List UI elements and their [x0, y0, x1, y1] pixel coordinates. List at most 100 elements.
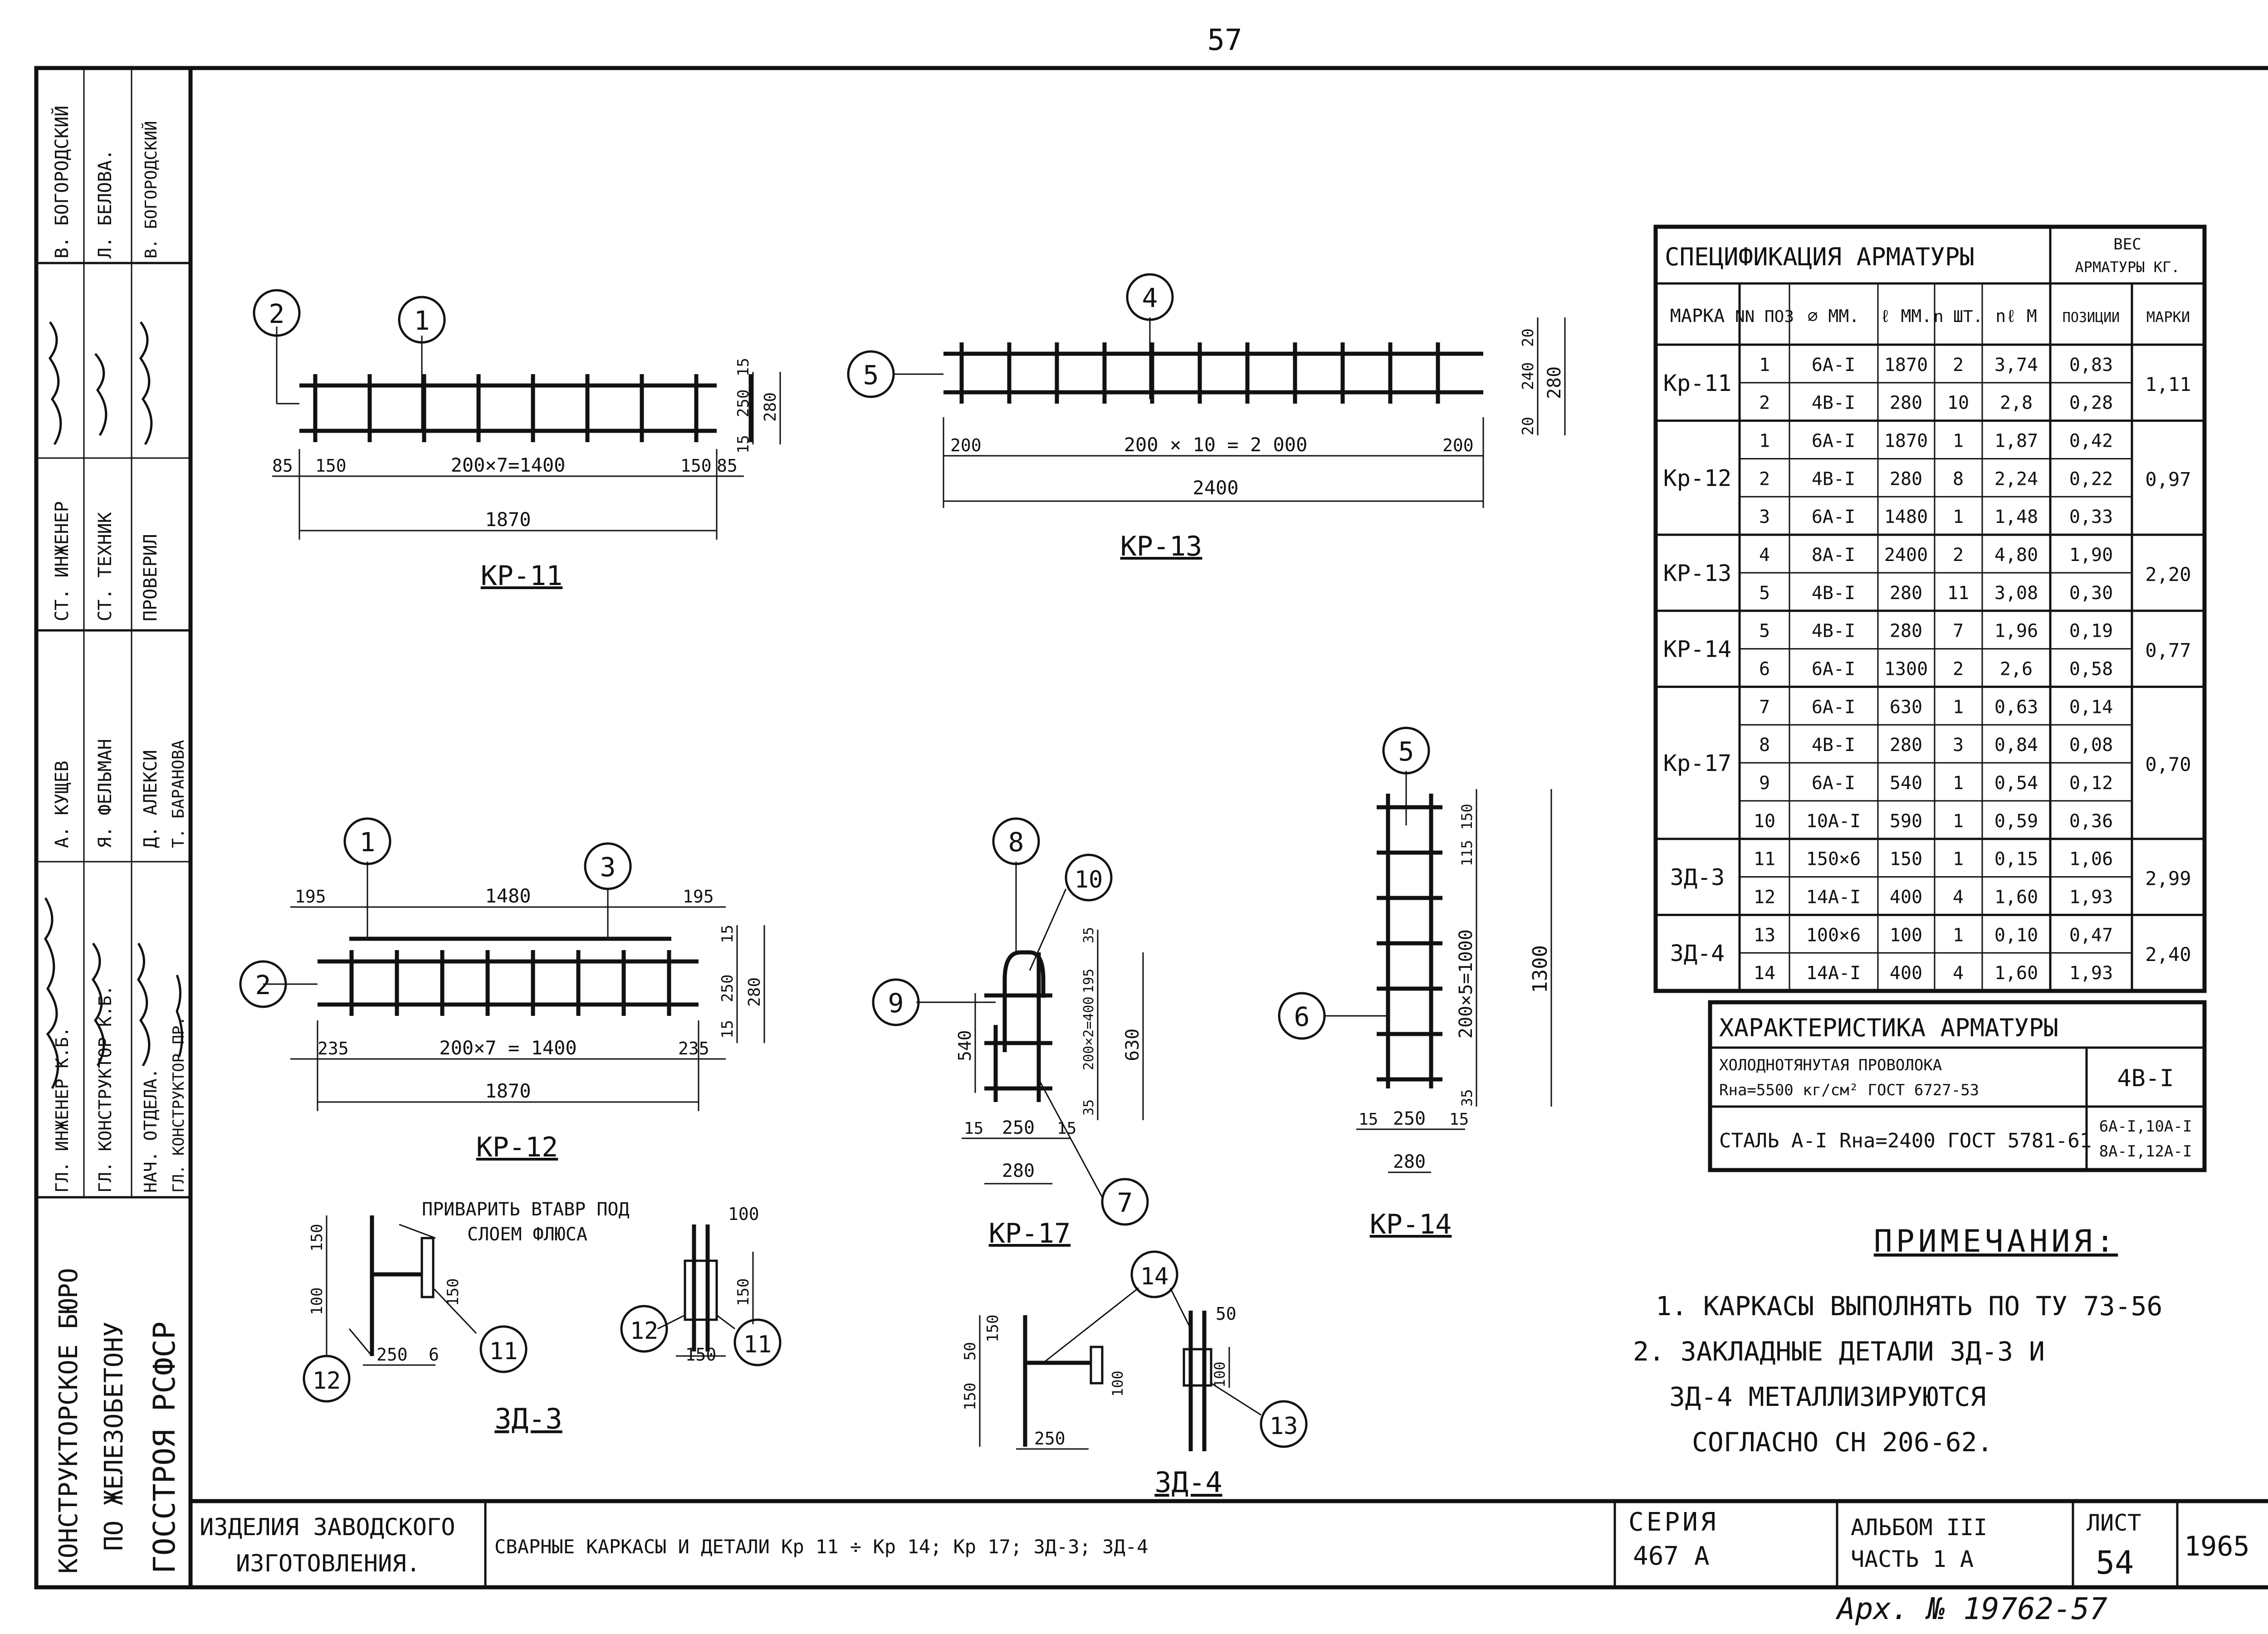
- spec-cell: 0,59: [1994, 811, 2038, 832]
- spec-cell: 100×6: [1806, 925, 1861, 946]
- dim-text: 280: [745, 977, 764, 1007]
- spec-cell: 280: [1890, 735, 1922, 756]
- characteristic-table: ХАРАКТЕРИСТИКА АРМАТУРЫ ХОЛОДНОТЯНУТАЯ П…: [1708, 1000, 2207, 1172]
- callout-label: 7: [1117, 1187, 1133, 1218]
- spec-cell: 1: [1953, 431, 1964, 452]
- col-header: ПОЗИЦИИ: [2063, 310, 2120, 326]
- spec-cell: 280: [1890, 621, 1922, 642]
- spec-cell: 0,47: [2069, 925, 2113, 946]
- role-chief-constructor-pr: ГЛ. КОНСТРУКТОР ПР.: [170, 1016, 188, 1193]
- notes-title: ПРИМЕЧАНИЯ:: [1874, 1224, 2118, 1259]
- dim-text: 35: [1081, 927, 1097, 943]
- weight-title: ВЕС: [2113, 235, 2141, 254]
- callout-label: 6: [1294, 1001, 1310, 1032]
- spec-cell: 11: [1947, 583, 1969, 604]
- callout-label: 12: [313, 1367, 341, 1395]
- callout-6: [1278, 992, 1326, 1040]
- note-line: ЗД-4 МЕТАЛЛИЗИРУЮТСЯ: [1669, 1381, 1986, 1412]
- dim-text: 150: [308, 1224, 326, 1252]
- spec-cell: 1: [1759, 355, 1770, 376]
- spec-cell: 400: [1890, 963, 1922, 984]
- spec-cell: 0,83: [2069, 355, 2113, 376]
- dim-text: 6: [429, 1345, 439, 1365]
- spec-cell: 5: [1759, 583, 1770, 604]
- callout-label: 12: [630, 1317, 659, 1345]
- callout-label: 14: [1140, 1263, 1169, 1290]
- dim-text: 200×2=400: [1081, 996, 1097, 1070]
- spec-cell: 8А-I: [1812, 545, 1855, 566]
- dim-text: 1300: [1529, 945, 1552, 993]
- spec-cell: 6А-I: [1812, 697, 1855, 717]
- signature-scribble: [91, 942, 105, 1067]
- dim-text: 280: [1393, 1151, 1426, 1172]
- callout-label: 11: [743, 1331, 772, 1358]
- dim-text: 150: [315, 456, 347, 476]
- kr11-label: КР-11: [481, 560, 563, 592]
- dim-text: 15: [734, 435, 753, 454]
- signature-scribble: [48, 321, 62, 445]
- dim-text: 150: [734, 1278, 753, 1306]
- callout-label: 5: [1398, 736, 1414, 767]
- role-chief-engineer: ГЛ. ИНЖЕНЕР К.Б.: [52, 1027, 72, 1193]
- callout-label: 4: [1142, 283, 1158, 313]
- spec-cell: 2,24: [1994, 468, 2038, 489]
- char-grade: 6А-I,10А-I: [2099, 1117, 2192, 1136]
- dim-text: 250: [719, 975, 737, 1002]
- spec-cell: 5: [1759, 621, 1770, 642]
- bureau-line-2: ПО ЖЕЛЕЗОБЕТОНУ: [99, 1322, 129, 1551]
- dim-text: 150: [685, 1345, 717, 1365]
- drawing-kr17: 8 10 9 7 15 250 15 280 540 630 200×2=400…: [872, 817, 1149, 1249]
- callout-1: [398, 296, 446, 344]
- spec-cell: 4: [1759, 545, 1770, 566]
- spec-cell: 0,54: [1994, 773, 2038, 794]
- col-header: ⌀ ММ.: [1808, 306, 1859, 326]
- spec-cell: 14А-I: [1806, 963, 1861, 984]
- dim-text: 250: [376, 1345, 408, 1365]
- name-kushchev: А. КУЩЕВ: [52, 761, 73, 848]
- spec-cell: 14А-I: [1806, 887, 1861, 907]
- spec-cell: 4В-I: [1812, 393, 1855, 414]
- dim-text: 195: [295, 887, 326, 907]
- spec-cell: 2400: [1884, 545, 1928, 566]
- spec-cell: 1,93: [2069, 963, 2113, 984]
- tb-sheet-label: ЛИСТ: [2087, 1510, 2141, 1536]
- spec-cell: 10: [1754, 811, 1775, 832]
- spec-cell: 9: [1759, 773, 1770, 794]
- drawing-zd4: 14 150 50 150 250 100 13 50 100 ЗД-4: [961, 1250, 1308, 1499]
- name-aleksi: Д. АЛЕКСИ: [140, 750, 161, 848]
- spec-cell: 150×6: [1806, 849, 1861, 870]
- dim-text: 280: [761, 392, 780, 422]
- drawing-zd3: ПРИВАРИТЬ ВТАВР ПОД СЛОЕМ ФЛЮСА 12 11 15…: [303, 1199, 782, 1435]
- name-felman: Я. ФЕЛЬМАН: [95, 739, 116, 848]
- dim-text: 200×7 = 1400: [439, 1037, 577, 1059]
- spec-table-title: СПЕЦИФИКАЦИЯ АРМАТУРЫ: [1665, 243, 1975, 271]
- spec-cell: 2: [1759, 468, 1770, 489]
- spec-cell: 1: [1759, 431, 1770, 452]
- tb-series-label: СЕРИЯ: [1628, 1507, 1719, 1537]
- char-table-title: ХАРАКТЕРИСТИКА АРМАТУРЫ: [1719, 1014, 2058, 1042]
- name-bogorodsky: В. БОГОРОДСКИЙ: [51, 106, 73, 259]
- spec-cell: 7: [1759, 697, 1770, 717]
- spec-mark: Кр-11: [1663, 370, 1732, 396]
- spec-mark: ЗД-4: [1670, 940, 1725, 966]
- callout-label: 13: [1270, 1413, 1298, 1440]
- callout-label: 2: [269, 298, 285, 329]
- tb-category: ИЗДЕЛИЯ ЗАВОДСКОГО: [200, 1514, 455, 1541]
- kr17-label: КР-17: [989, 1218, 1071, 1249]
- spec-cell: 0,22: [2069, 468, 2113, 489]
- col-header: NN ПОЗ: [1735, 307, 1794, 326]
- spec-mark: ЗД-3: [1670, 864, 1725, 891]
- dim-text: 50: [1216, 1304, 1237, 1324]
- dim-text: 20: [1519, 417, 1537, 435]
- dim-text: 200: [950, 435, 982, 455]
- note-line: 1. КАРКАСЫ ВЫПОЛНЯТЬ ПО ТУ 73-56: [1656, 1291, 2162, 1322]
- callout-14: [1130, 1250, 1178, 1298]
- dim-text: 2400: [1193, 477, 1238, 499]
- spec-cell: 540: [1890, 773, 1922, 794]
- spec-cell: 4,80: [1994, 545, 2038, 566]
- zd3-label: ЗД-3: [494, 1402, 562, 1435]
- spec-table: СПЕЦИФИКАЦИЯ АРМАТУРЫ ВЕС АРМАТУРЫ КГ. М…: [1653, 224, 2207, 993]
- zd3-note-2: СЛОЕМ ФЛЮСА: [467, 1224, 587, 1245]
- spec-cell: 12: [1754, 887, 1775, 907]
- char-grade: 8А-I,12А-I: [2099, 1142, 2192, 1161]
